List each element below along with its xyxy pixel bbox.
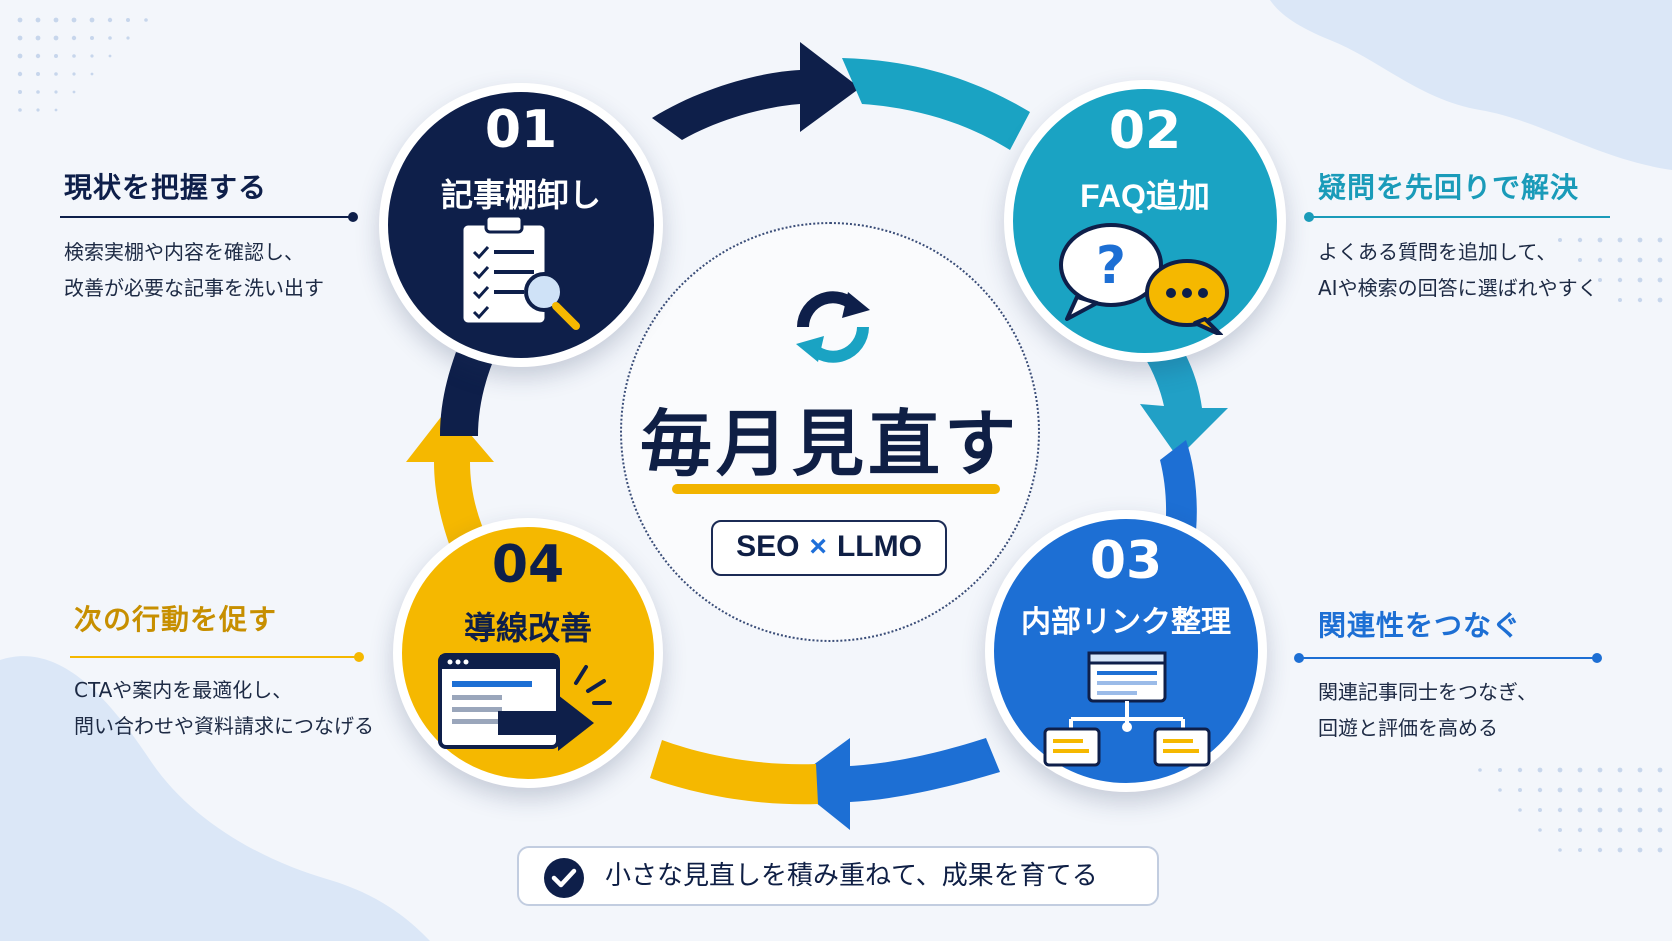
center-title-underline (672, 484, 1000, 494)
side-03-connector-line (1300, 657, 1596, 659)
step-02-number: 02 (1108, 101, 1182, 161)
sitemap-hierarchy-icon (1043, 651, 1211, 767)
step-01-circle: 01 記事棚卸し (379, 83, 663, 367)
side-02-desc-line-2: AIや検索の回答に選ばれやすく (1318, 276, 1598, 300)
arrow-04-to-01-icon (406, 408, 494, 552)
arrow-02-to-03-icon (1140, 330, 1228, 458)
side-01-title: 現状を把握する (64, 171, 268, 204)
step-01-label: 記事棚卸し (440, 176, 601, 214)
side-04-title: 次の行動を促す (74, 603, 278, 636)
side-04-desc: CTAや案内を最適化し、 問い合わせや資料請求につなげる (74, 672, 374, 744)
check-circle-icon (544, 858, 584, 898)
side-03-title: 関連性をつなぐ (1318, 609, 1522, 642)
side-02-desc-line-1: よくある質問を追加して、 (1318, 240, 1557, 264)
step-02-circle: 02 FAQ追加 ? (1004, 80, 1286, 362)
side-01-connector-dot (348, 212, 358, 222)
svg-text:?: ? (1096, 236, 1126, 296)
step-03-circle: 03 内部リンク整理 (985, 510, 1267, 792)
side-03-desc: 関連記事同士をつなぎ、 回遊と評価を高める (1318, 674, 1537, 746)
footer-message-box: 小さな見直しを積み重ねて、成果を育てる (517, 846, 1159, 906)
arrow-03-to-04-icon (790, 738, 1000, 830)
arrow-04-01-connector (440, 352, 492, 436)
step-03-label: 内部リンク整理 (1021, 605, 1231, 640)
browser-arrow-icon (438, 653, 612, 751)
refresh-cycle-icon (796, 291, 870, 363)
side-01-connector-line (60, 216, 352, 218)
side-02-connector-dot (1304, 212, 1314, 222)
seo-llmo-badge: SEO × LLMO (711, 520, 947, 576)
center-title: 毎月見直す (639, 402, 1020, 486)
side-04-desc-line-1: CTAや案内を最適化し、 (74, 678, 293, 702)
badge-times: × (809, 530, 827, 563)
side-02-desc: よくある質問を追加して、 AIや検索の回答に選ばれやすく (1318, 234, 1598, 306)
clipboard-checklist-magnifier-icon (460, 214, 580, 330)
footer-text: 小さな見直しを積み重ねて、成果を育てる (605, 861, 1098, 891)
side-01-desc-line-1: 検索実棚や内容を確認し、 (64, 240, 304, 264)
side-01-desc: 検索実棚や内容を確認し、 改善が必要な記事を洗い出す (64, 234, 324, 306)
step-04-number: 04 (491, 535, 565, 595)
side-03-desc-line-1: 関連記事同士をつなぎ、 (1318, 680, 1537, 704)
side-04-desc-line-2: 問い合わせや資料請求につなげる (74, 714, 374, 738)
side-01-desc-line-2: 改善が必要な記事を洗い出す (64, 276, 324, 300)
step-04-label: 導線改善 (463, 609, 592, 647)
step-04-circle: 04 導線改善 (393, 518, 663, 788)
side-02-title: 疑問を先回りで解決 (1318, 171, 1580, 204)
badge-llmo: LLMO (836, 530, 922, 563)
side-04-connector-dot (354, 652, 364, 662)
arrow-01-to-02-icon (652, 42, 860, 140)
step-03-number: 03 (1089, 531, 1163, 591)
arrow-02-connector (842, 58, 1030, 150)
side-02-connector-line (1310, 216, 1610, 218)
badge-seo: SEO (736, 530, 800, 563)
speech-bubbles-question-icon: ? (1059, 223, 1229, 335)
side-03-connector-dot (1294, 653, 1304, 663)
side-03-connector-end-dot (1592, 653, 1602, 663)
side-03-desc-line-2: 回遊と評価を高める (1318, 716, 1498, 740)
step-01-number: 01 (484, 100, 558, 160)
arrow-03-04-connector (650, 740, 818, 805)
step-02-label: FAQ追加 (1080, 178, 1210, 214)
side-04-connector-line (70, 656, 358, 658)
